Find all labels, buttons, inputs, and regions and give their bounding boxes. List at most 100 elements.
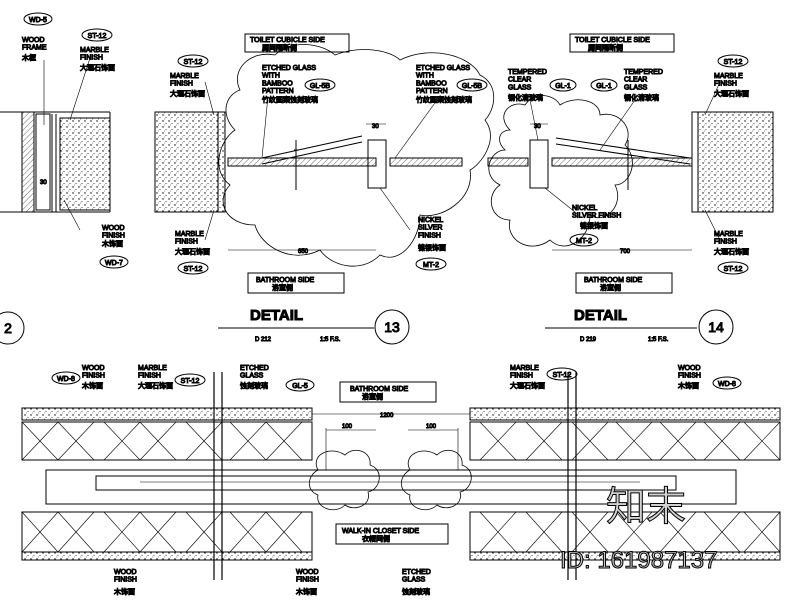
etched-bottom-cn: 蚀刻玻璃 — [402, 587, 430, 596]
watermark-id: ID: 161987137 — [560, 547, 717, 574]
glass-panel-right — [552, 158, 692, 166]
footer-box — [248, 273, 344, 293]
tag-st12-bottom-text: ST-12 — [724, 266, 743, 273]
marble-top-cn: 大理石饰面 — [170, 89, 205, 98]
marble-finish-cn: 大理石饰面 — [80, 63, 115, 72]
revision-cloud — [489, 96, 633, 247]
detail-12-number: 2 — [4, 320, 12, 336]
header-box — [570, 34, 674, 52]
marble-block — [60, 118, 110, 210]
detail-title: DETAIL — [574, 307, 627, 324]
tag-st12-top — [178, 55, 208, 67]
door-swing-line — [556, 138, 690, 158]
dim-30: 30 — [40, 180, 47, 186]
tag-st12-top-text: ST-12 — [184, 59, 203, 66]
tag-mt2 — [570, 234, 598, 246]
glass-panel-right — [390, 158, 462, 166]
dim-1200: 1200 — [380, 413, 394, 419]
lower-stud-wall-left — [22, 512, 312, 552]
dim-30: 30 — [534, 124, 541, 130]
glass-panel-left — [488, 158, 528, 166]
nickel-hinge — [530, 140, 548, 188]
tag-gl5b-right — [457, 79, 487, 91]
tag-st12-left-text: ST-12 — [181, 378, 200, 385]
footer-cn: 衣帽间侧 — [362, 534, 390, 543]
detail-12-number-circle — [0, 311, 25, 345]
tag-mt2 — [416, 258, 446, 270]
detail-number-circle — [698, 309, 734, 345]
marble-left-cn: 大理石饰面 — [138, 381, 173, 390]
etched-left-cn: 竹纹图案蚀刻玻璃 — [262, 95, 318, 104]
marble-top-cn: 大理石饰面 — [714, 89, 749, 98]
header-label: TOILET CUBICLE SIDE — [575, 37, 650, 44]
tag-wd7-text: WD-7 — [105, 260, 123, 267]
wood-bottom-mid-cn: 木饰面 — [296, 587, 317, 596]
detail-title: DETAIL — [250, 307, 303, 324]
tag-wd5 — [24, 13, 52, 25]
footer-label: BATHROOM SIDE — [256, 277, 315, 284]
dim-700: 700 — [620, 249, 631, 255]
tag-gl1-left-text: GL-1 — [555, 83, 571, 90]
footer-label: BATHROOM SIDE — [584, 277, 643, 284]
revision-cloud-left — [309, 450, 379, 509]
wood-finish-left-cn: 木饰面 — [82, 381, 103, 390]
tag-gl1-right-text: GL-1 — [596, 83, 612, 90]
glass-channel — [46, 470, 736, 504]
tag-wd8-right — [713, 377, 741, 389]
tag-gl1-left — [550, 79, 576, 91]
watermark-logo: 知末 — [606, 484, 686, 530]
tag-wd8-left — [52, 372, 80, 384]
detail-ref: D 212 — [255, 337, 272, 343]
etched-top-cn: 蚀刻玻璃 — [240, 381, 268, 390]
tag-st12-top-text: ST-12 — [724, 59, 743, 66]
header-cn: 厕间隔断侧 — [588, 43, 623, 52]
header-cn: 厕间隔断侧 — [262, 43, 297, 52]
header-cn: 浴室侧 — [362, 392, 383, 401]
marble-block — [698, 112, 773, 212]
detail-scale: 1:5 F.S. — [648, 337, 669, 343]
upper-stud-wall-left — [22, 422, 312, 460]
tempered-left-cn: 钢化清玻璃 — [508, 93, 543, 102]
tag-mt2-text: MT-2 — [423, 262, 439, 269]
revision-cloud — [219, 44, 494, 266]
footer-label: WALK-IN CLOSET SIDE — [342, 528, 419, 535]
header-label: BATHROOM SIDE — [350, 386, 409, 393]
revision-cloud-right — [401, 450, 471, 509]
wood-bottom-left-cn: 木饰面 — [114, 587, 135, 596]
footer-cn: 浴室侧 — [272, 283, 293, 292]
tag-wd7 — [100, 256, 128, 268]
footer-box — [576, 273, 672, 293]
dim-650: 650 — [298, 249, 309, 255]
footer-box — [336, 524, 448, 544]
tag-st12-right — [547, 368, 577, 380]
tag-st12-bottom-text: ST-12 — [184, 266, 203, 273]
marble-bottom-cn: 大理石饰面 — [175, 247, 210, 256]
footer-cn: 浴室侧 — [600, 283, 621, 292]
tag-gl1-right — [591, 79, 617, 91]
tag-st12-right-text: ST-12 — [553, 372, 572, 379]
dim-100-right: 100 — [426, 424, 437, 430]
detail-ref: D 219 — [580, 337, 597, 343]
detail-14: TOILET CUBICLE SIDE 厕间隔断侧 30 700 TEMPERE… — [488, 34, 773, 345]
